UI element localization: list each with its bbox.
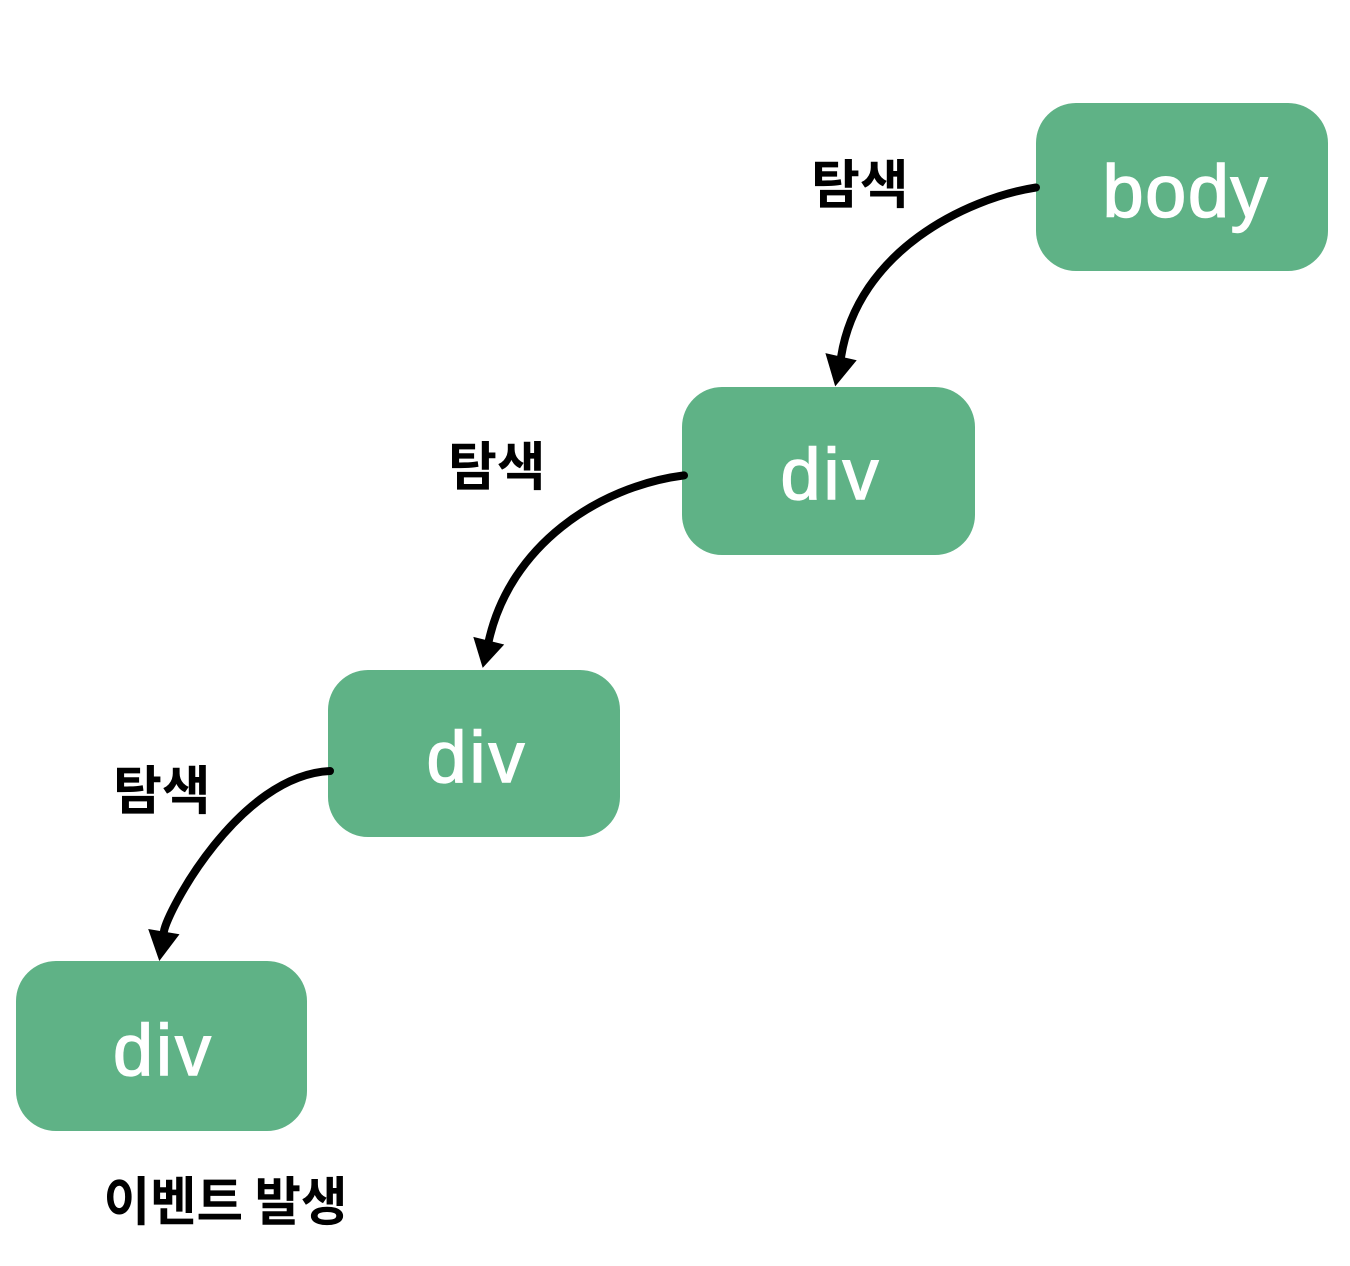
svg-text:body: body: [1103, 150, 1268, 233]
svg-text:div: div: [113, 1011, 211, 1091]
svg-text:div: div: [781, 435, 879, 515]
svg-text:div: div: [427, 718, 525, 798]
